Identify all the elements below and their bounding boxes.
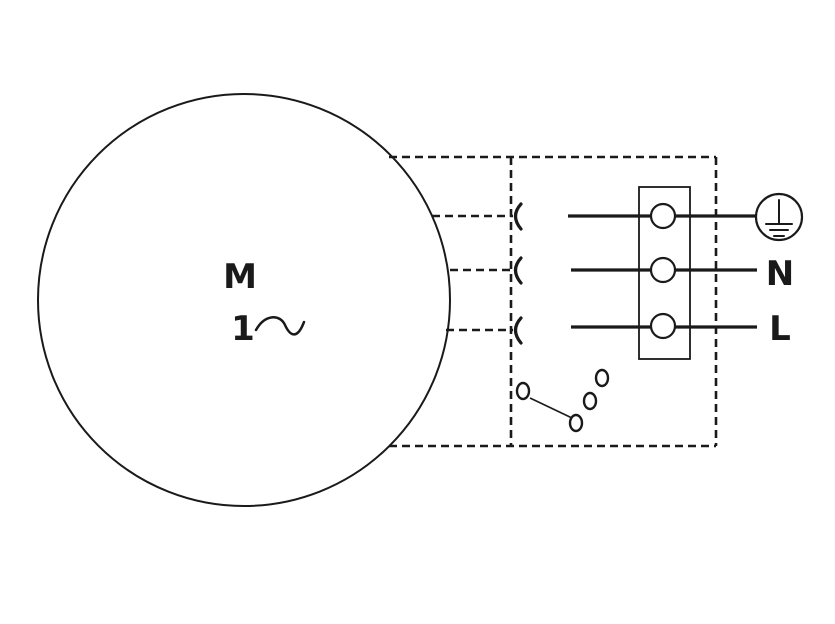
motor-lead-wires	[432, 214, 513, 332]
connector-neutral	[513, 256, 523, 285]
connector-ground	[513, 202, 523, 231]
tilde-ac-icon	[254, 316, 306, 336]
motor-symbol-label: M	[223, 257, 257, 297]
neutral-terminal-label: N	[766, 254, 794, 294]
speed-selector-switch	[515, 368, 610, 433]
connector-line	[513, 316, 523, 345]
terminal-screw-ground	[649, 202, 677, 230]
terminal-box-outline	[389, 155, 718, 448]
terminal-screw-neutral	[649, 256, 677, 284]
motor-phase-label: 1	[231, 309, 255, 349]
plug-connectors	[513, 202, 523, 345]
switch-common-contact	[515, 381, 531, 401]
switch-contact-1	[568, 413, 584, 433]
earth-ground-icon	[754, 192, 804, 242]
terminal-screws	[649, 202, 677, 340]
line-terminal-label: L	[769, 309, 791, 349]
terminal-strip	[638, 186, 691, 360]
motor-housing	[37, 93, 451, 507]
switch-contact-2	[582, 391, 598, 411]
switch-contact-3	[594, 368, 610, 388]
terminal-screw-line	[649, 312, 677, 340]
